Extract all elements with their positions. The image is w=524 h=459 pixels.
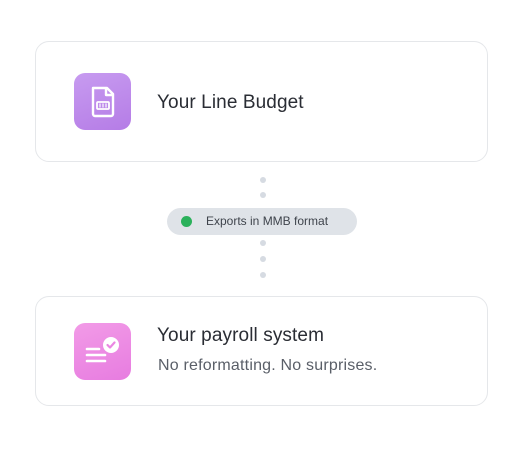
connector-dot — [260, 240, 266, 246]
document-budget-icon — [74, 73, 131, 130]
export-format-badge: Exports in MMB format — [167, 208, 357, 235]
line-budget-card: Your Line Budget — [35, 41, 488, 162]
connector-dot — [260, 192, 266, 198]
payroll-system-subtitle: No reformatting. No surprises. — [158, 357, 378, 374]
payroll-system-title: Your payroll system — [157, 325, 324, 346]
payroll-system-card: Your payroll system No reformatting. No … — [35, 296, 488, 406]
line-budget-title: Your Line Budget — [157, 92, 304, 113]
payroll-check-icon — [74, 323, 131, 380]
connector-dot — [260, 177, 266, 183]
export-format-label: Exports in MMB format — [206, 214, 329, 228]
connector-dot — [260, 272, 266, 278]
connector-dot — [260, 256, 266, 262]
status-indicator — [181, 216, 192, 227]
